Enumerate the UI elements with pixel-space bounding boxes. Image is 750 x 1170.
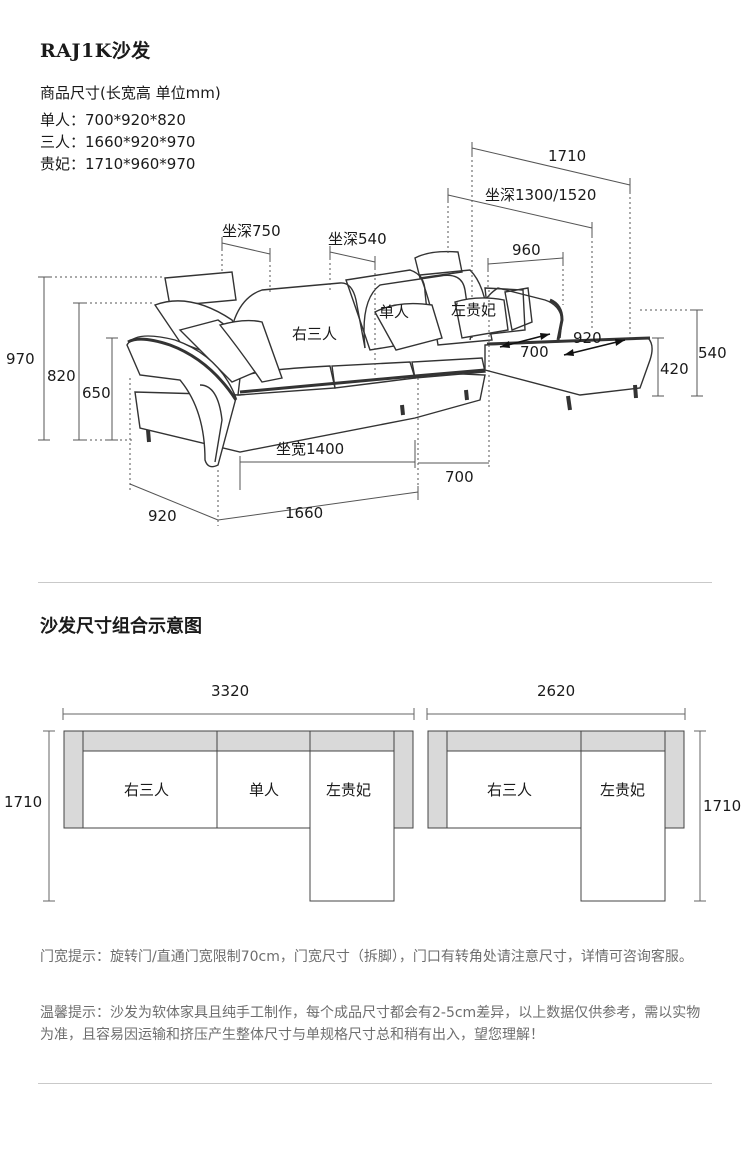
dim-1660: 1660 bbox=[285, 504, 323, 522]
plan-left-label-three: 右三人 bbox=[124, 781, 169, 799]
divider-top bbox=[38, 582, 712, 583]
plan-right bbox=[426, 708, 706, 902]
dim-650: 650 bbox=[82, 384, 111, 402]
warm-tip-note: 温馨提示：沙发为软体家具且纯手工制作，每个成品尺寸都会有2-5cm差异，以上数据… bbox=[40, 1005, 701, 1043]
dim-960: 960 bbox=[512, 241, 541, 259]
sofa-dimension-diagram: 1710 坐深1300/1520 960 坐深750 坐深540 970 820… bbox=[6, 142, 727, 526]
plan-right-label-chaise: 左贵妃 bbox=[600, 781, 645, 799]
dim-970: 970 bbox=[6, 350, 35, 368]
divider-bottom bbox=[38, 1083, 712, 1084]
label-single: 单人 bbox=[379, 303, 409, 321]
section-title: 沙发尺寸组合示意图 bbox=[40, 616, 202, 637]
label-chaise: 左贵妃 bbox=[451, 301, 496, 319]
plan-right-height: 1710 bbox=[703, 797, 741, 815]
dim-420: 420 bbox=[660, 360, 689, 378]
dim-1710: 1710 bbox=[548, 147, 586, 165]
arrowheads bbox=[500, 333, 625, 356]
product-title: RAJ1K沙发 bbox=[40, 40, 151, 62]
plan-diagrams: 3320 1710 右三人 单人 左贵妃 2620 1710 右三人 左贵妃 bbox=[4, 682, 741, 902]
dim-seat-depth-chaise: 坐深1300/1520 bbox=[485, 186, 596, 204]
dim-820: 820 bbox=[47, 367, 76, 385]
plan-right-width: 2620 bbox=[537, 682, 575, 700]
dim-single-700: 700 bbox=[445, 468, 474, 486]
spec-heading: 商品尺寸(长宽高 单位mm) bbox=[40, 84, 221, 102]
plan-left-label-chaise: 左贵妃 bbox=[326, 781, 371, 799]
dim-540: 540 bbox=[698, 344, 727, 362]
spec-chaise: 贵妃：1710*960*970 bbox=[40, 155, 196, 173]
dimension-lines bbox=[38, 142, 703, 526]
plan-left-width: 3320 bbox=[211, 682, 249, 700]
spec-single: 单人：700*920*820 bbox=[40, 111, 186, 129]
plan-left-height: 1710 bbox=[4, 793, 42, 811]
plan-right-label-three: 右三人 bbox=[487, 781, 532, 799]
sofa-drawing bbox=[126, 250, 653, 468]
door-width-note: 门宽提示：旋转门/直通门宽限制70cm，门宽尺寸（拆脚），门口有转角处请注意尺寸… bbox=[40, 949, 693, 965]
dim-seat-width: 坐宽1400 bbox=[276, 440, 344, 458]
dim-seat-depth-750: 坐深750 bbox=[222, 222, 281, 240]
label-three-seat: 右三人 bbox=[292, 325, 337, 343]
plan-left bbox=[43, 708, 415, 902]
dim-chaise-700: 700 bbox=[520, 343, 549, 361]
dim-seat-depth-540: 坐深540 bbox=[328, 230, 387, 248]
plan-left-label-single: 单人 bbox=[249, 781, 279, 799]
dim-chaise-920: 920 bbox=[573, 329, 602, 347]
spec-three: 三人：1660*920*970 bbox=[40, 133, 196, 151]
dim-depth-920: 920 bbox=[148, 507, 177, 525]
